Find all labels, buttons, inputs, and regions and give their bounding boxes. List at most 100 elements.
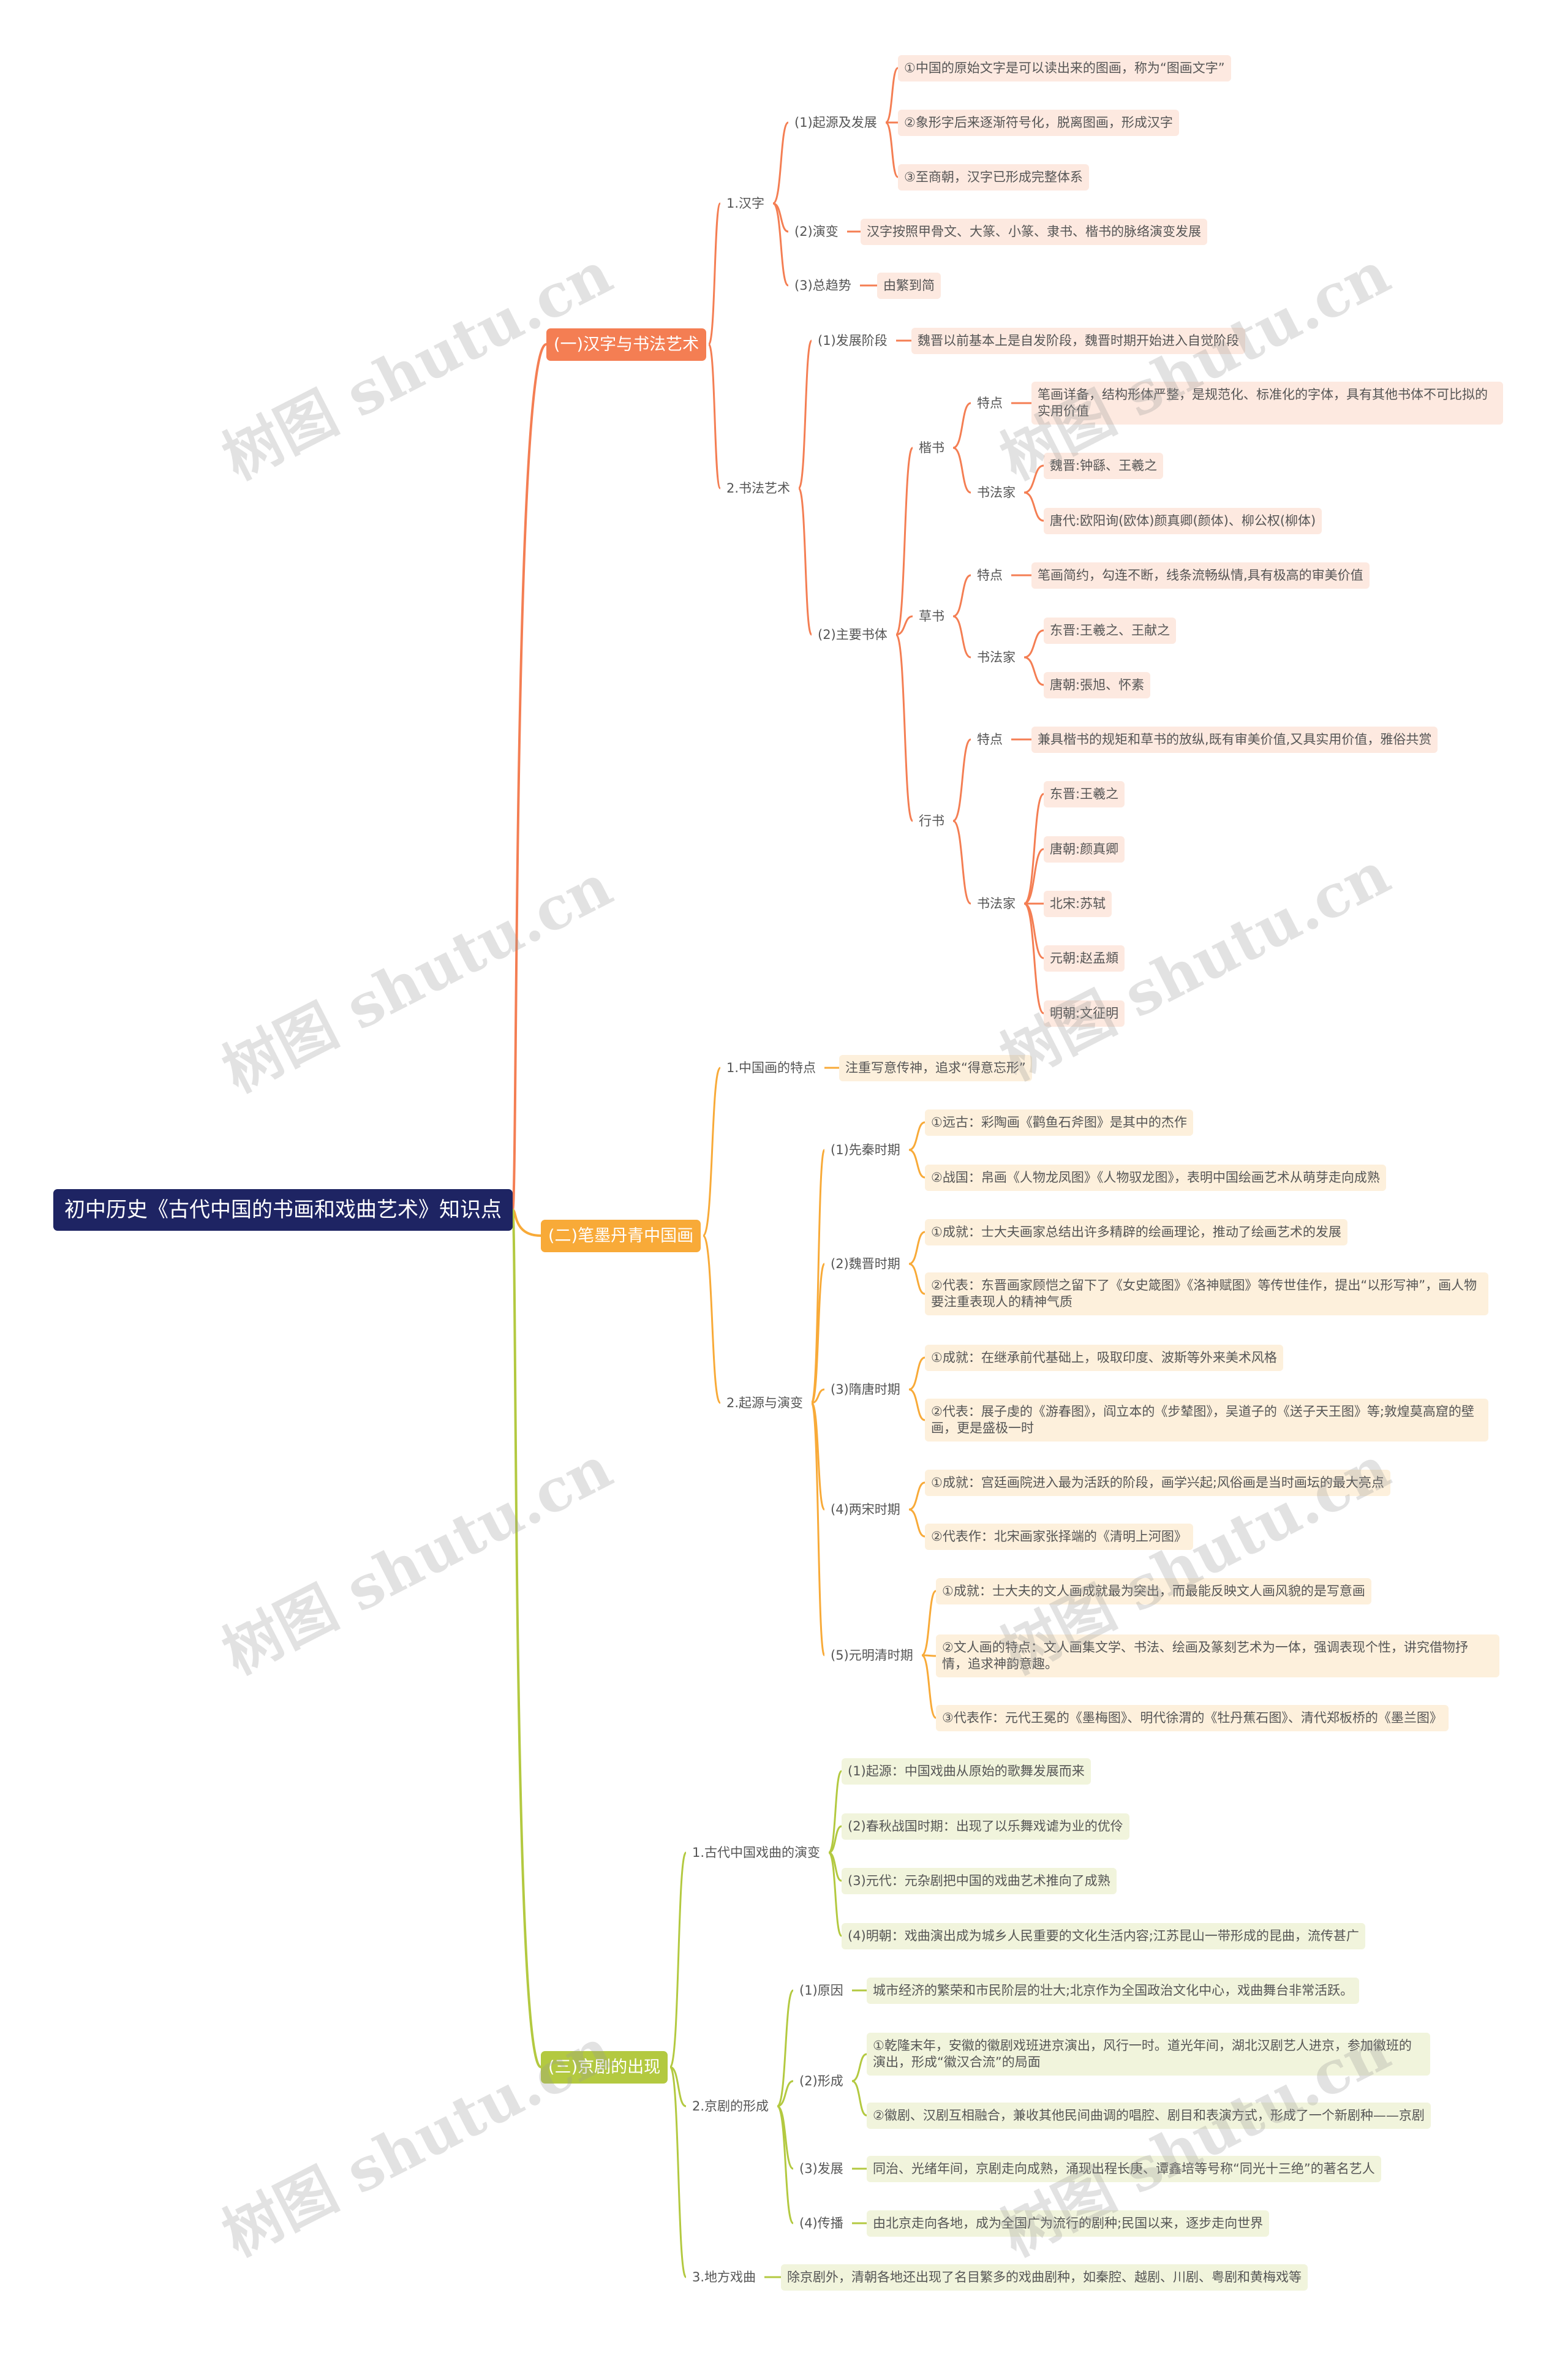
connector-0-0-0-0-2 bbox=[885, 121, 899, 178]
connector-0-2-1-1 bbox=[777, 2080, 794, 2107]
topic-label-0-0-1-1-1: 草书 bbox=[913, 603, 951, 629]
connector-0-2-0 bbox=[669, 1851, 687, 2068]
topic-card-0-2-0-1: (2)春秋战国时期：出现了以乐舞戏谑为业的优伶 bbox=[842, 1813, 1129, 1840]
topic-card-0-0-0-0-0: ①中国的原始文字是可以读出来的图画，称为“图画文字” bbox=[898, 55, 1231, 81]
topic-card-0-0-0-0-1: ②象形字后来逐渐符号化，脱离图画，形成汉字 bbox=[898, 109, 1179, 136]
topic-card-0-1-1-1-0: ①成就：士大夫画家总结出许多精辟的绘画理论，推动了绘画艺术的发展 bbox=[925, 1219, 1348, 1245]
topic-label-0-0-1-1: (2)主要书体 bbox=[812, 622, 894, 648]
topic-card-0-1-1-4-1: ②文人画的特点：文人画集文学、书法、绘画及篆刻艺术为一体，强调表现个性，讲究借物… bbox=[936, 1634, 1499, 1678]
topic-label-0-0-0-1: (2)演变 bbox=[788, 219, 845, 244]
topic-label-0-0-1-1-0: 楷书 bbox=[913, 435, 951, 461]
topic-card-0-0-1-1-2-1-2: 北宋:苏轼 bbox=[1044, 890, 1112, 917]
connector-0-2-2 bbox=[669, 2066, 687, 2278]
topic-card-0-0-1-0-0: 魏晋以前基本上是自发阶段，魏晋时期开始进入自觉阶段 bbox=[911, 327, 1245, 354]
connector-0-2-0-0 bbox=[827, 1770, 843, 1854]
connector-0-1-1-1-0 bbox=[908, 1231, 925, 1265]
topic-card-0-0-1-1-0-1-0: 魏晋:钟繇、王羲之 bbox=[1044, 452, 1164, 479]
connector-0-0-1-1 bbox=[797, 487, 813, 636]
topic-card-0-0-0-0-2: ③至商朝，汉字已形成完整体系 bbox=[898, 164, 1089, 191]
topic-label-0-2-1-1: (2)形成 bbox=[793, 2068, 850, 2094]
topic-label-0-0-1-1-1-1: 书法家 bbox=[971, 644, 1022, 670]
topic-card-0-0-1-1-1-0-0: 笔画简约，勾连不断，线条流畅纵情,具有极高的审美价值 bbox=[1031, 562, 1370, 589]
connector-0-0-0-2 bbox=[772, 202, 790, 287]
connector-0-0-0-0-0 bbox=[885, 67, 899, 124]
connector-0-0-1-1-0-0 bbox=[952, 402, 971, 449]
connector-0-1-1-3-0 bbox=[908, 1481, 925, 1511]
topic-label-0-0-1-1-2: 行书 bbox=[913, 808, 951, 834]
connector-0-0-1-1-2 bbox=[895, 633, 914, 822]
topic-label-0-0-1-1-1-0: 特点 bbox=[971, 562, 1009, 588]
connector-0-0-0 bbox=[707, 202, 722, 346]
connector-0-1-1-4 bbox=[810, 1402, 826, 1657]
topic-card-0-2-1-3-0: 由北京走向各地，成为全国广为流行的剧种;民国以来，逐步走向世界 bbox=[867, 2210, 1270, 2237]
topic-card-0-2-2-0: 除京剧外，清朝各地还出现了名目繁多的戏曲剧种，如秦腔、越剧、川剧、粤剧和黄梅戏等 bbox=[781, 2264, 1308, 2291]
connector-0-0 bbox=[511, 343, 547, 1211]
topic-card-0-0-1-1-2-1-1: 唐朝:颜真卿 bbox=[1044, 836, 1125, 863]
topic-card-0-2-1-1-1: ②徽剧、汉剧互相融合，兼收其他民间曲调的唱腔、剧目和表演方式，形成了一个新剧种—… bbox=[867, 2102, 1431, 2129]
connector-0-2-0-1 bbox=[828, 1825, 842, 1854]
topic-label-0-2-2: 3.地方戏曲 bbox=[686, 2264, 763, 2290]
topic-card-0-0-1-1-1-1-0: 东晋:王羲之、王献之 bbox=[1044, 617, 1177, 644]
connector-0-2-1 bbox=[669, 2066, 687, 2107]
topic-label-0-1-1-3: (4)两宋时期 bbox=[824, 1497, 907, 1522]
topic-card-0-0-0-2-0: 由繁到简 bbox=[877, 272, 941, 299]
root-topic[interactable]: 初中历史《古代中国的书画和戏曲艺术》知识点 bbox=[53, 1189, 513, 1231]
topic-label-0-2-0: 1.古代中国戏曲的演变 bbox=[686, 1840, 827, 1865]
connector-0-1-1-0 bbox=[810, 1149, 826, 1404]
connector-0-0-0-0 bbox=[772, 121, 790, 205]
topic-card-0-1-1-1-1: ②代表：东晋画家顾恺之留下了《女史箴图》《洛神赋图》等传世佳作，提出“以形写神”… bbox=[925, 1272, 1488, 1316]
topic-card-0-1-1-3-1: ②代表作：北宋画家张择端的《清明上河图》 bbox=[925, 1523, 1193, 1550]
topic-card-0-1-1-0-1: ②战国：帛画《人物龙凤图》《人物驭龙图》，表明中国绘画艺术从萌芽走向成熟 bbox=[925, 1164, 1386, 1191]
topic-label-0-0-1-1-0-0: 特点 bbox=[971, 390, 1009, 416]
topic-card-0-0-1-1-0-0-0: 笔画详备，结构形体严整，是规范化、标准化的字体，具有其他书体不可比拟的实用价值 bbox=[1031, 381, 1503, 425]
topic-card-0-2-0-3: (4)明朝：戏曲演出成为城乡人民重要的文化生活内容;江苏昆山一带形成的昆曲，流传… bbox=[842, 1922, 1365, 1949]
connector-0-1-1-1 bbox=[810, 1263, 826, 1404]
branch-topic-0-2[interactable]: (三)京剧的出现 bbox=[541, 2050, 668, 2084]
connector-0-2 bbox=[511, 1209, 542, 2068]
connector-0-0-1-1-1-0 bbox=[952, 574, 971, 618]
topic-card-0-0-1-1-2-1-3: 元朝:赵孟頫 bbox=[1044, 945, 1125, 972]
connector-0-1-1-4-0 bbox=[921, 1590, 937, 1657]
topic-card-0-1-1-0-0: ①远古：彩陶画《鹳鱼石斧图》是其中的杰作 bbox=[925, 1109, 1193, 1136]
topic-label-0-0-1-1-2-1: 书法家 bbox=[971, 891, 1022, 916]
topic-card-0-1-1-4-0: ①成就：士大夫的文人画成就最为突出，而最能反映文人画风貌的是写意画 bbox=[936, 1578, 1371, 1604]
connector-0-1-1 bbox=[702, 1234, 722, 1404]
topic-card-0-0-1-1-1-1-1: 唐朝:張旭、怀素 bbox=[1044, 671, 1151, 698]
connector-0-0-1-1-0 bbox=[895, 447, 914, 636]
topic-card-0-0-1-1-2-1-0: 东晋:王羲之 bbox=[1044, 780, 1125, 807]
topic-label-0-1-1: 2.起源与演变 bbox=[720, 1390, 810, 1416]
topic-label-0-1-0: 1.中国画的特点 bbox=[720, 1055, 823, 1081]
connector-0-2-0-3 bbox=[827, 1851, 843, 1937]
topic-label-0-0-0: 1.汉字 bbox=[720, 191, 771, 216]
topic-label-0-1-1-4: (5)元明清时期 bbox=[824, 1642, 919, 1668]
topic-card-0-2-1-1-0: ①乾隆末年，安徽的徽剧戏班进京演出，风行一时。道光年间，湖北汉剧艺人进京，参加徽… bbox=[867, 2032, 1430, 2076]
topic-label-0-0-1: 2.书法艺术 bbox=[720, 475, 797, 501]
connector-0-0-1-0 bbox=[797, 339, 813, 489]
topic-card-0-0-1-1-0-1-1: 唐代:欧阳询(欧体)颜真卿(颜体)、柳公权(柳体) bbox=[1044, 507, 1322, 534]
connector-0-1-1-0-1 bbox=[908, 1149, 925, 1179]
connector-0-1 bbox=[511, 1209, 541, 1237]
topic-label-0-1-1-0: (1)先秦时期 bbox=[824, 1137, 907, 1163]
topic-label-0-0-1-1-0-1: 书法家 bbox=[971, 480, 1022, 505]
connector-0-0-1-1-2-1-4 bbox=[1023, 902, 1044, 1015]
connector-0-2-1-0 bbox=[776, 1989, 794, 2107]
connector-0-0-1-1-0-1-0 bbox=[1023, 464, 1044, 494]
topic-label-0-1-1-1: (2)魏晋时期 bbox=[824, 1251, 907, 1277]
topic-card-0-1-1-2-1: ②代表：展子虔的《游春图》，阎立本的《步辇图》，吴道子的《送子天王图》等;敦煌莫… bbox=[925, 1398, 1488, 1442]
branch-topic-0-0[interactable]: (一)汉字与书法艺术 bbox=[546, 328, 707, 361]
topic-card-0-0-0-1-0: 汉字按照甲骨文、大篆、小篆、隶书、楷书的脉络演变发展 bbox=[861, 218, 1207, 245]
connector-0-0-1-1-2-1-0 bbox=[1023, 793, 1044, 905]
topic-label-0-0-1-1-2-0: 特点 bbox=[971, 727, 1009, 752]
topic-label-0-2-1-3: (4)传播 bbox=[793, 2210, 850, 2236]
topic-label-0-1-1-2: (3)隋唐时期 bbox=[824, 1377, 907, 1402]
connector-0-1-1-3-1 bbox=[908, 1508, 925, 1538]
connector-0-1-1-2-0 bbox=[908, 1356, 925, 1391]
branch-topic-0-1[interactable]: (二)笔墨丹青中国画 bbox=[541, 1219, 701, 1252]
topic-label-0-2-1: 2.京剧的形成 bbox=[686, 2093, 775, 2119]
connector-0-1-1-4-2 bbox=[921, 1654, 937, 1719]
connector-0-1-1-2 bbox=[811, 1388, 825, 1404]
connector-0-0-1-1-1-1 bbox=[952, 615, 971, 659]
connector-0-1-1-0-0 bbox=[908, 1121, 925, 1151]
connector-0-1-1-2-1 bbox=[908, 1388, 925, 1421]
topic-card-0-1-1-3-0: ①成就：宫廷画院进入最为活跃的阶段，画学兴起;风俗画是当时画坛的最大亮点 bbox=[925, 1469, 1390, 1496]
